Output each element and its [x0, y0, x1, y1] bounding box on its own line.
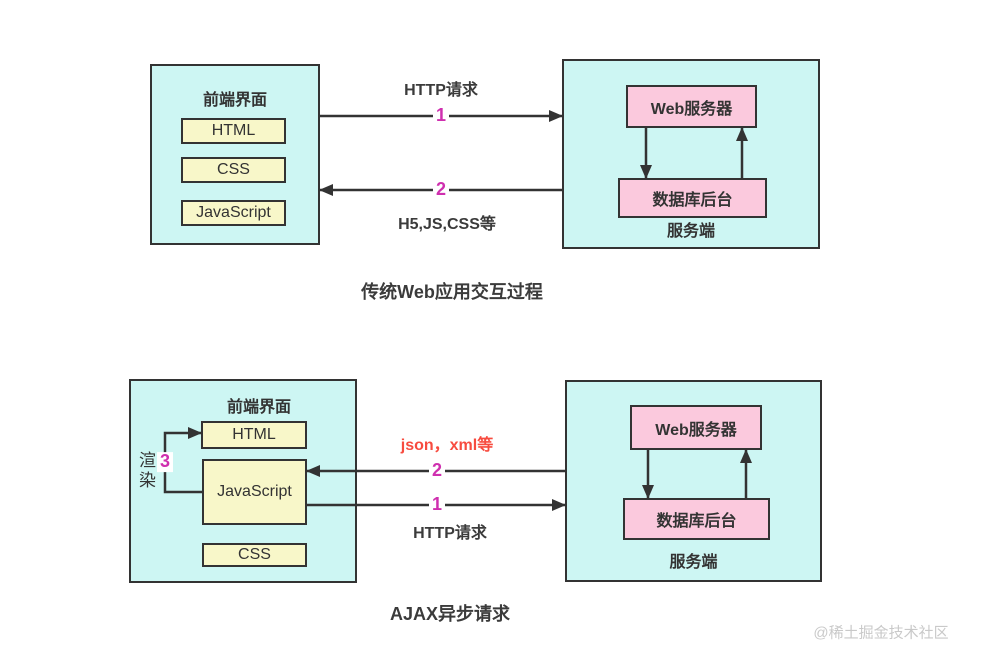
d2-step-2: 2	[428, 460, 446, 481]
d1-step-2: 2	[432, 179, 450, 200]
d2-caption: AJAX异步请求	[389, 604, 511, 624]
d2-step-3: 3	[156, 451, 174, 472]
d1-javascript-label: JavaScript	[196, 204, 271, 221]
d2-database-box: 数据库后台	[623, 498, 770, 540]
d2-client-container: 前端界面 HTML JavaScript CSS 渲染	[129, 379, 357, 583]
d2-webserver-label: Web服务器	[655, 421, 737, 439]
d1-database-box: 数据库后台	[618, 178, 767, 218]
d1-server-container: Web服务器 数据库后台 服务端	[562, 59, 820, 249]
d2-javascript-label: JavaScript	[217, 483, 292, 500]
d1-server-title: 服务端	[666, 223, 715, 240]
d2-webserver-box: Web服务器	[630, 405, 762, 450]
d1-client-title: 前端界面	[202, 92, 267, 109]
d1-css-label: CSS	[217, 161, 250, 178]
d1-webserver-box: Web服务器	[626, 85, 757, 128]
d2-render-label: 渲染	[136, 451, 155, 491]
d1-response-label: H5,JS,CSS等	[398, 216, 496, 233]
d2-css-label: CSS	[238, 546, 271, 563]
d2-response-label: json，xml等	[400, 437, 494, 454]
d1-request-label: HTTP请求	[404, 82, 478, 99]
d2-database-label: 数据库后台	[656, 513, 737, 530]
d1-html-box: HTML	[181, 118, 286, 144]
d2-step-1: 1	[428, 494, 446, 515]
d1-step-1: 1	[432, 105, 450, 126]
d1-css-box: CSS	[181, 157, 286, 183]
d2-html-label: HTML	[232, 426, 276, 443]
d1-client-container: 前端界面 HTML CSS JavaScript	[150, 64, 320, 245]
d1-javascript-box: JavaScript	[181, 200, 286, 226]
d2-server-container: Web服务器 数据库后台 服务端	[565, 380, 822, 582]
d1-html-label: HTML	[211, 122, 256, 139]
d2-html-box: HTML	[201, 421, 307, 449]
d2-css-box: CSS	[202, 543, 307, 567]
watermark: @稀土掘金技术社区	[813, 624, 949, 642]
d1-database-label: 数据库后台	[652, 192, 733, 209]
d2-request-label: HTTP请求	[413, 525, 487, 542]
d2-client-title: 前端界面	[226, 399, 291, 416]
d2-server-title: 服务端	[669, 554, 718, 571]
d1-webserver-label: Web服务器	[650, 100, 733, 118]
d2-javascript-box: JavaScript	[202, 459, 307, 525]
d1-caption: 传统Web应用交互过程	[361, 282, 543, 302]
